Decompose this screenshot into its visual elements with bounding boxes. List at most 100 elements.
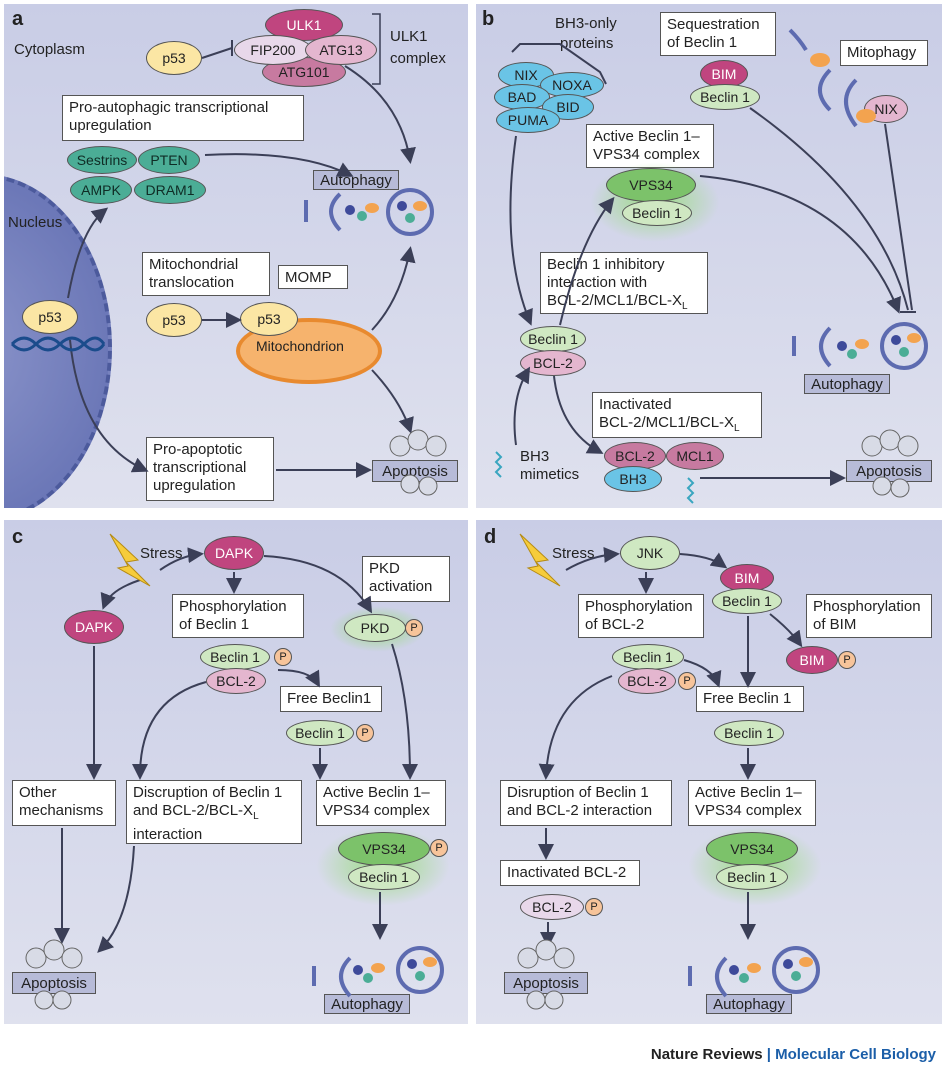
arrow-a-mito-apoptosis: [371, 369, 414, 434]
footer-credit: Nature Reviews | Molecular Cell Biology: [651, 1046, 936, 1063]
arrow-c-dapk-pkd: [263, 555, 373, 614]
p53-node-cyto: p53: [146, 303, 202, 337]
beclin1-node-d: Beclin 1: [612, 644, 684, 670]
bh3-only-label-2: proteins: [560, 35, 614, 52]
beclin1-node-b-top: Beclin 1: [690, 84, 760, 110]
stress-label-d: Stress: [552, 545, 595, 562]
p53-node-top: p53: [146, 41, 202, 75]
footer-separator: |: [766, 1046, 771, 1063]
arrow-c-stress-dapk-left: [100, 579, 141, 610]
autophagy-label-c: Autophagy: [324, 994, 410, 1014]
arrow-a-genes-autophagy: [204, 153, 354, 177]
inhibitory-line3-sub: L: [682, 301, 688, 312]
bim-node-d-phos: BIM: [786, 646, 838, 674]
disruption-c-line1: Discruption of Beclin 1: [133, 784, 283, 801]
pkd-activation-line2: activation: [369, 578, 433, 595]
disruption-d-line2: and BCL-2 interaction: [507, 802, 653, 819]
dapk-node-top: DAPK: [204, 536, 264, 570]
active-complex-callout-c: Active Beclin 1– VPS34 complex: [316, 780, 446, 826]
phospho-beclin-callout: Phosphorylation of Beclin 1: [172, 594, 304, 638]
autophagy-label-d: Autophagy: [706, 994, 792, 1014]
panel-c-label: c: [12, 526, 24, 548]
apoptosis-label-b: Apoptosis: [846, 460, 932, 482]
bcl2-inact-phos-d: P: [585, 898, 603, 916]
jnk-node: JNK: [620, 536, 680, 570]
pro-autophagic-line1: Pro-autophagic transcriptional: [69, 99, 269, 116]
ulk-complex-label-2: complex: [390, 50, 446, 67]
phospho-bcl2-callout: Phosphorylation of BCL-2: [578, 594, 704, 638]
mitochondrion-label: Mitochondrion: [256, 338, 344, 354]
panel-b-label: b: [482, 8, 495, 30]
apoptosis-label-c: Apoptosis: [12, 972, 96, 994]
pro-autophagic-line2: upregulation: [69, 117, 152, 134]
phospho-bcl2-line1: Phosphorylation: [585, 598, 693, 615]
arrow-a-nucleus-genes: [67, 207, 109, 299]
arrow-a-mito-autophagy: [371, 246, 416, 331]
sequestration-line2: of Beclin 1: [667, 34, 738, 51]
vps34-node-d: VPS34: [706, 832, 798, 866]
lightning-icon-c: [109, 533, 151, 587]
pro-apoptotic-callout: Pro-apoptotic transcriptional upregulati…: [146, 437, 274, 501]
pro-apoptotic-line3: upregulation: [153, 477, 236, 494]
pkd-node: PKD: [344, 614, 406, 642]
bh3-mimetic-icon-1: [494, 451, 503, 478]
disruption-c-line2-text: and BCL-2/BCL-X: [133, 802, 254, 819]
inactivated-b-line1: Inactivated: [599, 396, 672, 413]
disruption-c-line2: and BCL-2/BCL-XL: [133, 802, 295, 826]
beclin1-free-node-c: Beclin 1: [286, 720, 354, 746]
arrow-d-beclin-free: [683, 659, 722, 688]
apoptotic-body-b: [861, 429, 919, 498]
apoptotic-body-c: [25, 939, 83, 1010]
sestrins-node: Sestrins: [67, 146, 137, 174]
arrow-c-bcl2-disruption: [132, 681, 207, 780]
phospho-beclin-line1: Phosphorylation: [179, 598, 287, 615]
active-complex-callout-d: Active Beclin 1– VPS34 complex: [688, 780, 816, 826]
cytoplasm-label: Cytoplasm: [14, 41, 85, 58]
disruption-box-c: Discruption of Beclin 1 and BCL-2/BCL-XL…: [126, 780, 302, 844]
ulk-bracket: [372, 13, 381, 85]
fip200-node: FIP200: [234, 35, 312, 65]
pro-autophagic-callout: Pro-autophagic transcriptional upregulat…: [62, 95, 304, 141]
inhibitory-callout: Beclin 1 inhibitory interaction with BCL…: [540, 252, 708, 314]
active-complex-c-line2: VPS34 complex: [323, 802, 430, 819]
arrow-c-beclin-free: [277, 669, 320, 688]
disruption-c-line3: interaction: [133, 826, 203, 843]
arrow-c-pkd-active: [391, 643, 418, 780]
phospho-bcl2-line2: of BCL-2: [585, 616, 645, 633]
sequestration-line1: Sequestration: [667, 16, 760, 33]
footer-journal: Nature Reviews: [650, 1046, 763, 1063]
autophagy-cargo-b: [810, 53, 921, 359]
panel-a-label: a: [12, 8, 24, 30]
disruption-d-line1: Disruption of Beclin 1: [507, 784, 649, 801]
active-complex-b-line1: Active Beclin 1–: [593, 128, 700, 145]
bracket-bh3: [511, 43, 607, 85]
momp-callout: MOMP: [278, 265, 348, 289]
arrow-b-vps34-autophagy: [699, 175, 901, 314]
bim-phos-d: P: [838, 651, 856, 669]
bim-node-b: BIM: [700, 60, 748, 88]
bad-node: BAD: [494, 84, 550, 110]
active-complex-b-line2: VPS34 complex: [593, 146, 700, 163]
phospho-beclin-line2: of Beclin 1: [179, 616, 250, 633]
p53-node-mito: p53: [240, 302, 298, 336]
beclin1-node-d-top: Beclin 1: [712, 588, 782, 614]
nucleus-label: Nucleus: [8, 214, 63, 231]
apoptosis-label-d: Apoptosis: [504, 972, 588, 994]
autophagy-icon-b: [788, 28, 928, 370]
active-complex-d-line1: Active Beclin 1–: [695, 784, 802, 801]
autophagy-cargo-a: [345, 201, 427, 223]
inactivated-b-line2-text: BCL-2/MCL1/BCL-X: [599, 414, 735, 431]
autophagy-label-a: Autophagy: [313, 170, 399, 190]
dram1-node: DRAM1: [134, 176, 206, 204]
bh3-node: BH3: [604, 466, 662, 492]
beclin1-node-b-active: Beclin 1: [622, 200, 692, 226]
autophagy-icon-d: [688, 946, 820, 998]
beclin1-active-node-d: Beclin 1: [716, 864, 788, 890]
active-complex-c-line1: Active Beclin 1–: [323, 784, 430, 801]
arrow-b-bcl2-inactivated: [553, 375, 604, 454]
sequestration-callout: Sequestration of Beclin 1: [660, 12, 776, 56]
autophagy-cargo-c: [353, 957, 437, 983]
arrow-a-nucleus-apoptotic: [69, 339, 149, 473]
bh3-mimetics-label-2: mimetics: [520, 466, 580, 483]
